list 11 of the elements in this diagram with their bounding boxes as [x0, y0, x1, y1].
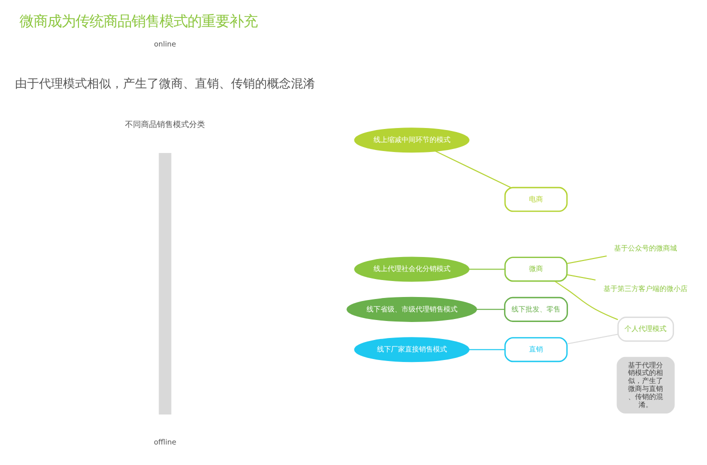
- connector: [434, 150, 512, 188]
- diagram-title: 微商成为传统商品销售模式的重要补充: [19, 13, 258, 30]
- connector: [566, 333, 618, 344]
- connector: [566, 255, 608, 264]
- connector: [566, 274, 596, 280]
- connector: [468, 348, 506, 350]
- connector: [554, 280, 618, 320]
- label: 由于代理模式相似，产生了微商、直销、传销的概念混淆: [15, 76, 316, 90]
- connector: [468, 268, 506, 270]
- node-bar: [158, 152, 172, 414]
- connector: [476, 308, 506, 310]
